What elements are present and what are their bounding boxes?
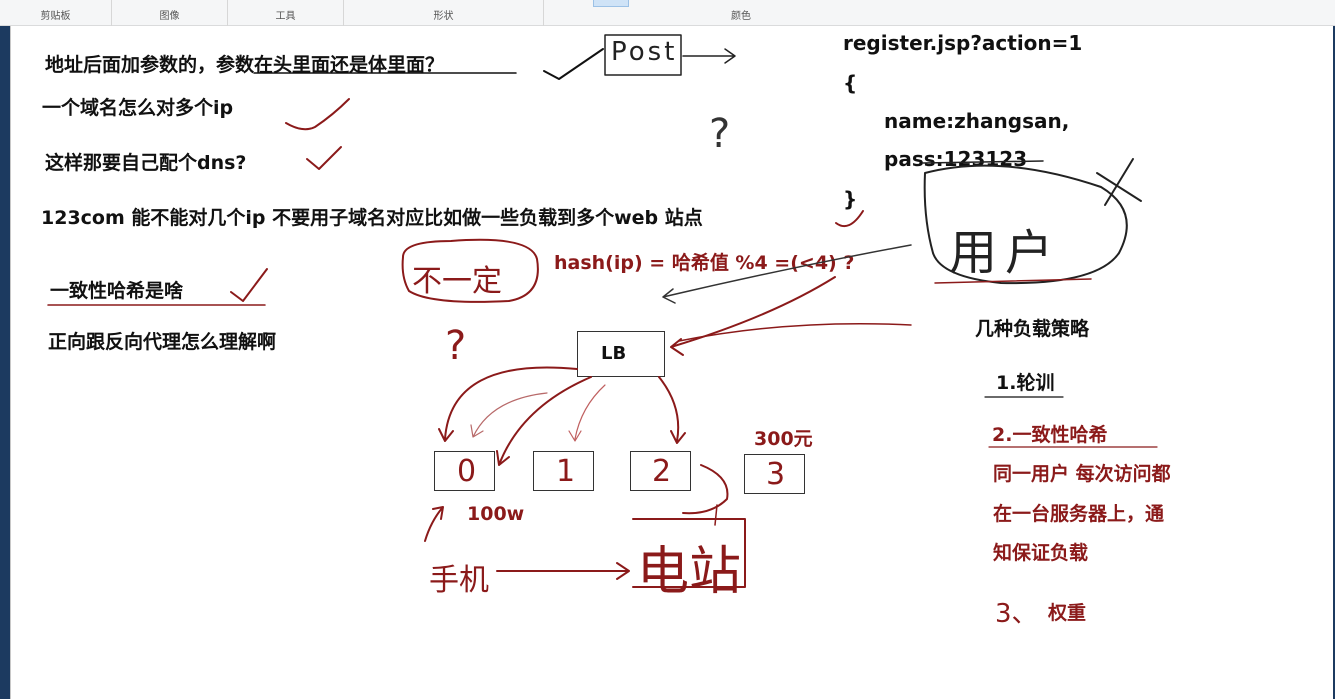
arrow-phone-to-station <box>496 562 630 580</box>
user-circle <box>923 164 1128 285</box>
server-0-label: 0 <box>457 454 477 489</box>
ribbon-group-tools[interactable]: 工具 <box>228 0 344 26</box>
handwritten-question-mark: ? <box>709 111 731 157</box>
ribbon-toolbar: 剪贴板 图像 工具 形状 颜色 <box>0 0 1335 26</box>
arrow-user-to-hash <box>662 244 912 304</box>
station-box <box>632 518 746 588</box>
server-0-box <box>434 451 495 491</box>
handwritten-power-station: 电站 <box>637 542 742 602</box>
user-cross <box>1096 158 1142 206</box>
question-consistent-hash: 一致性哈希是啥 <box>50 280 184 302</box>
strategy-desc-line1: 同一用户 每次访问都 <box>993 463 1171 485</box>
ribbon-group-shapes[interactable]: 形状 <box>344 0 544 26</box>
arrow-lb-to-0 <box>438 366 578 442</box>
arrow-hash-to-lb <box>670 276 836 356</box>
check-q2 <box>285 98 350 131</box>
question-proxy: 正向跟反向代理怎么理解啊 <box>48 331 277 353</box>
server-1-label: 1 <box>556 454 576 489</box>
load-balancer-box <box>577 331 665 377</box>
check-q5 <box>230 268 268 302</box>
price-100w-label: 100w <box>467 503 525 525</box>
strategy-weight-number: 3、 <box>995 599 1038 629</box>
ribbon-group-image[interactable]: 图像 <box>112 0 228 26</box>
window-right-frame <box>1333 26 1335 699</box>
handwritten-user: 用户 <box>949 225 1062 281</box>
handwritten-post: Post <box>611 37 678 67</box>
strategies-title: 几种负载策略 <box>975 318 1090 340</box>
check-q1 <box>543 48 604 80</box>
arrow-lb-to-1 <box>568 384 606 442</box>
window-left-frame <box>0 26 10 699</box>
arrow-lb-to-0b <box>470 392 548 438</box>
code-name-field: name:zhangsan, <box>884 109 1070 133</box>
ribbon-group-colors[interactable]: 颜色 <box>731 11 751 22</box>
handwritten-not-sure: 不一定 <box>412 264 502 299</box>
server-3-box <box>744 454 805 494</box>
paint-canvas[interactable]: 地址后面加参数的，参数在头里面还是体里面？ 一个域名怎么对多个ip 这样那要自己… <box>11 27 1333 699</box>
handwritten-phone: 手机 <box>429 563 489 598</box>
strategy-weight: 权重 <box>1048 602 1087 624</box>
question-domain-multi-ip: 一个域名怎么对多个ip <box>42 97 234 119</box>
load-balancer-label: LB <box>601 343 627 364</box>
check-q4 <box>835 210 864 227</box>
server-1-box <box>533 451 594 491</box>
strategy-consistent-hash: 2.一致性哈希 <box>992 424 1108 446</box>
post-arrow <box>682 48 736 64</box>
dianzhan-to-server-2 <box>714 504 718 526</box>
check-q3 <box>306 146 342 170</box>
server-3-label: 3 <box>766 457 786 492</box>
ribbon-group-clipboard[interactable]: 剪贴板 <box>0 0 112 26</box>
strategy-desc-line2: 在一台服务器上，通 <box>993 503 1165 525</box>
question-params-location: 地址后面加参数的，参数在头里面还是体里面？ <box>45 54 445 76</box>
canvas-left-border <box>10 26 11 699</box>
arrow-lb-to-0c <box>496 376 592 466</box>
strike-pass <box>922 160 1044 164</box>
handwritten-question-mark-2: ? <box>445 323 467 369</box>
buyiding-circle <box>401 238 539 303</box>
strategy-desc-line3: 知保证负载 <box>993 542 1089 564</box>
loop-server-2 <box>682 464 729 515</box>
price-300-label: 300元 <box>754 428 813 450</box>
code-close-brace: } <box>843 187 858 211</box>
strategy-round-robin: 1.轮训 <box>996 372 1055 394</box>
server-2-box <box>630 451 691 491</box>
arrow-lb-to-2 <box>658 376 686 444</box>
server-2-label: 2 <box>652 454 672 489</box>
user-underline <box>934 278 1092 284</box>
question-123com-ips: 123com 能不能对几个ip 不要用子域名对应比如做一些负载到多个web 站点 <box>41 207 703 229</box>
post-box <box>604 34 682 76</box>
selected-color-swatch[interactable] <box>593 0 629 7</box>
hash-formula: hash(ip) = 哈希值 %4 =(<4) ? <box>554 252 855 274</box>
line-user-to-lb <box>678 322 912 342</box>
code-url: register.jsp?action=1 <box>843 31 1083 55</box>
arrow-up-to-server-0 <box>424 506 444 542</box>
code-open-brace: { <box>843 71 858 95</box>
ink-strokes <box>47 34 1158 588</box>
question-self-dns: 这样那要自己配个dns? <box>45 152 247 174</box>
